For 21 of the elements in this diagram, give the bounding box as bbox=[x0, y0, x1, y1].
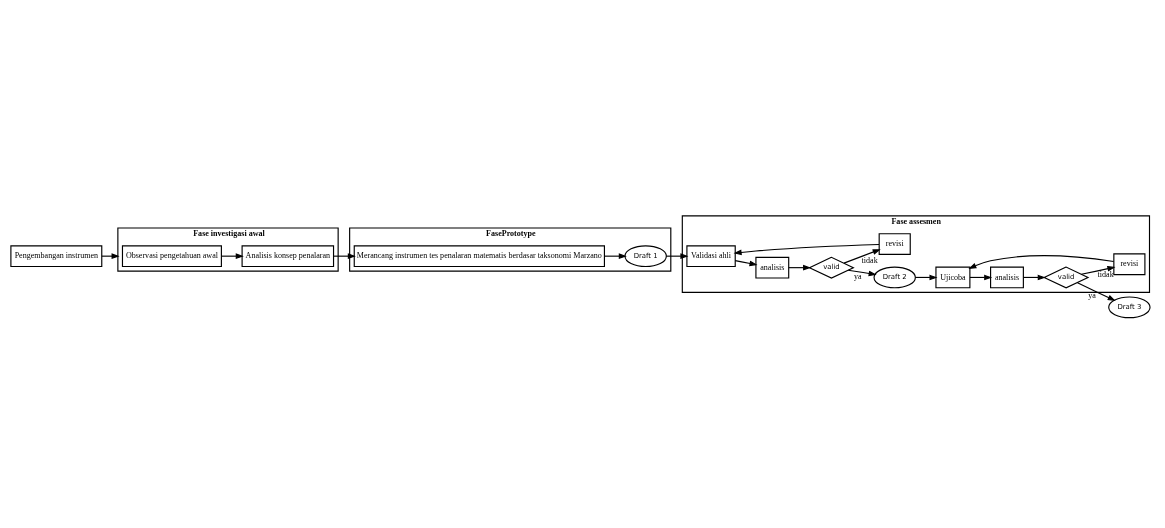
edge-label: ya bbox=[853, 271, 862, 281]
node-box: revisi bbox=[1113, 252, 1146, 275]
node-box: revisi bbox=[878, 232, 911, 255]
arrow bbox=[843, 248, 881, 264]
node-box: analisis bbox=[990, 266, 1024, 288]
arrow bbox=[733, 243, 880, 255]
arrow bbox=[1076, 281, 1116, 301]
arrow bbox=[1080, 265, 1116, 275]
node-box: Validasi ahli bbox=[686, 244, 736, 267]
node-box: analisis bbox=[755, 256, 790, 279]
edge-label: tidak bbox=[1097, 269, 1114, 279]
node-box: Ujicoba bbox=[935, 266, 971, 288]
node-box: Pengembangan instrumen bbox=[10, 244, 103, 267]
node-box: Observasi pengetahuan awal bbox=[121, 244, 222, 267]
arrow bbox=[968, 254, 1115, 269]
node-box: Analisis konsep penalaran bbox=[241, 244, 335, 267]
edge-label: tidak bbox=[861, 255, 878, 265]
node-box: Merancang instrumen tes penalaran matematis berdasar taksonomi Marzano bbox=[353, 244, 605, 267]
arrow bbox=[734, 259, 758, 266]
arrow bbox=[847, 269, 877, 276]
edge-label: ya bbox=[1088, 290, 1096, 300]
